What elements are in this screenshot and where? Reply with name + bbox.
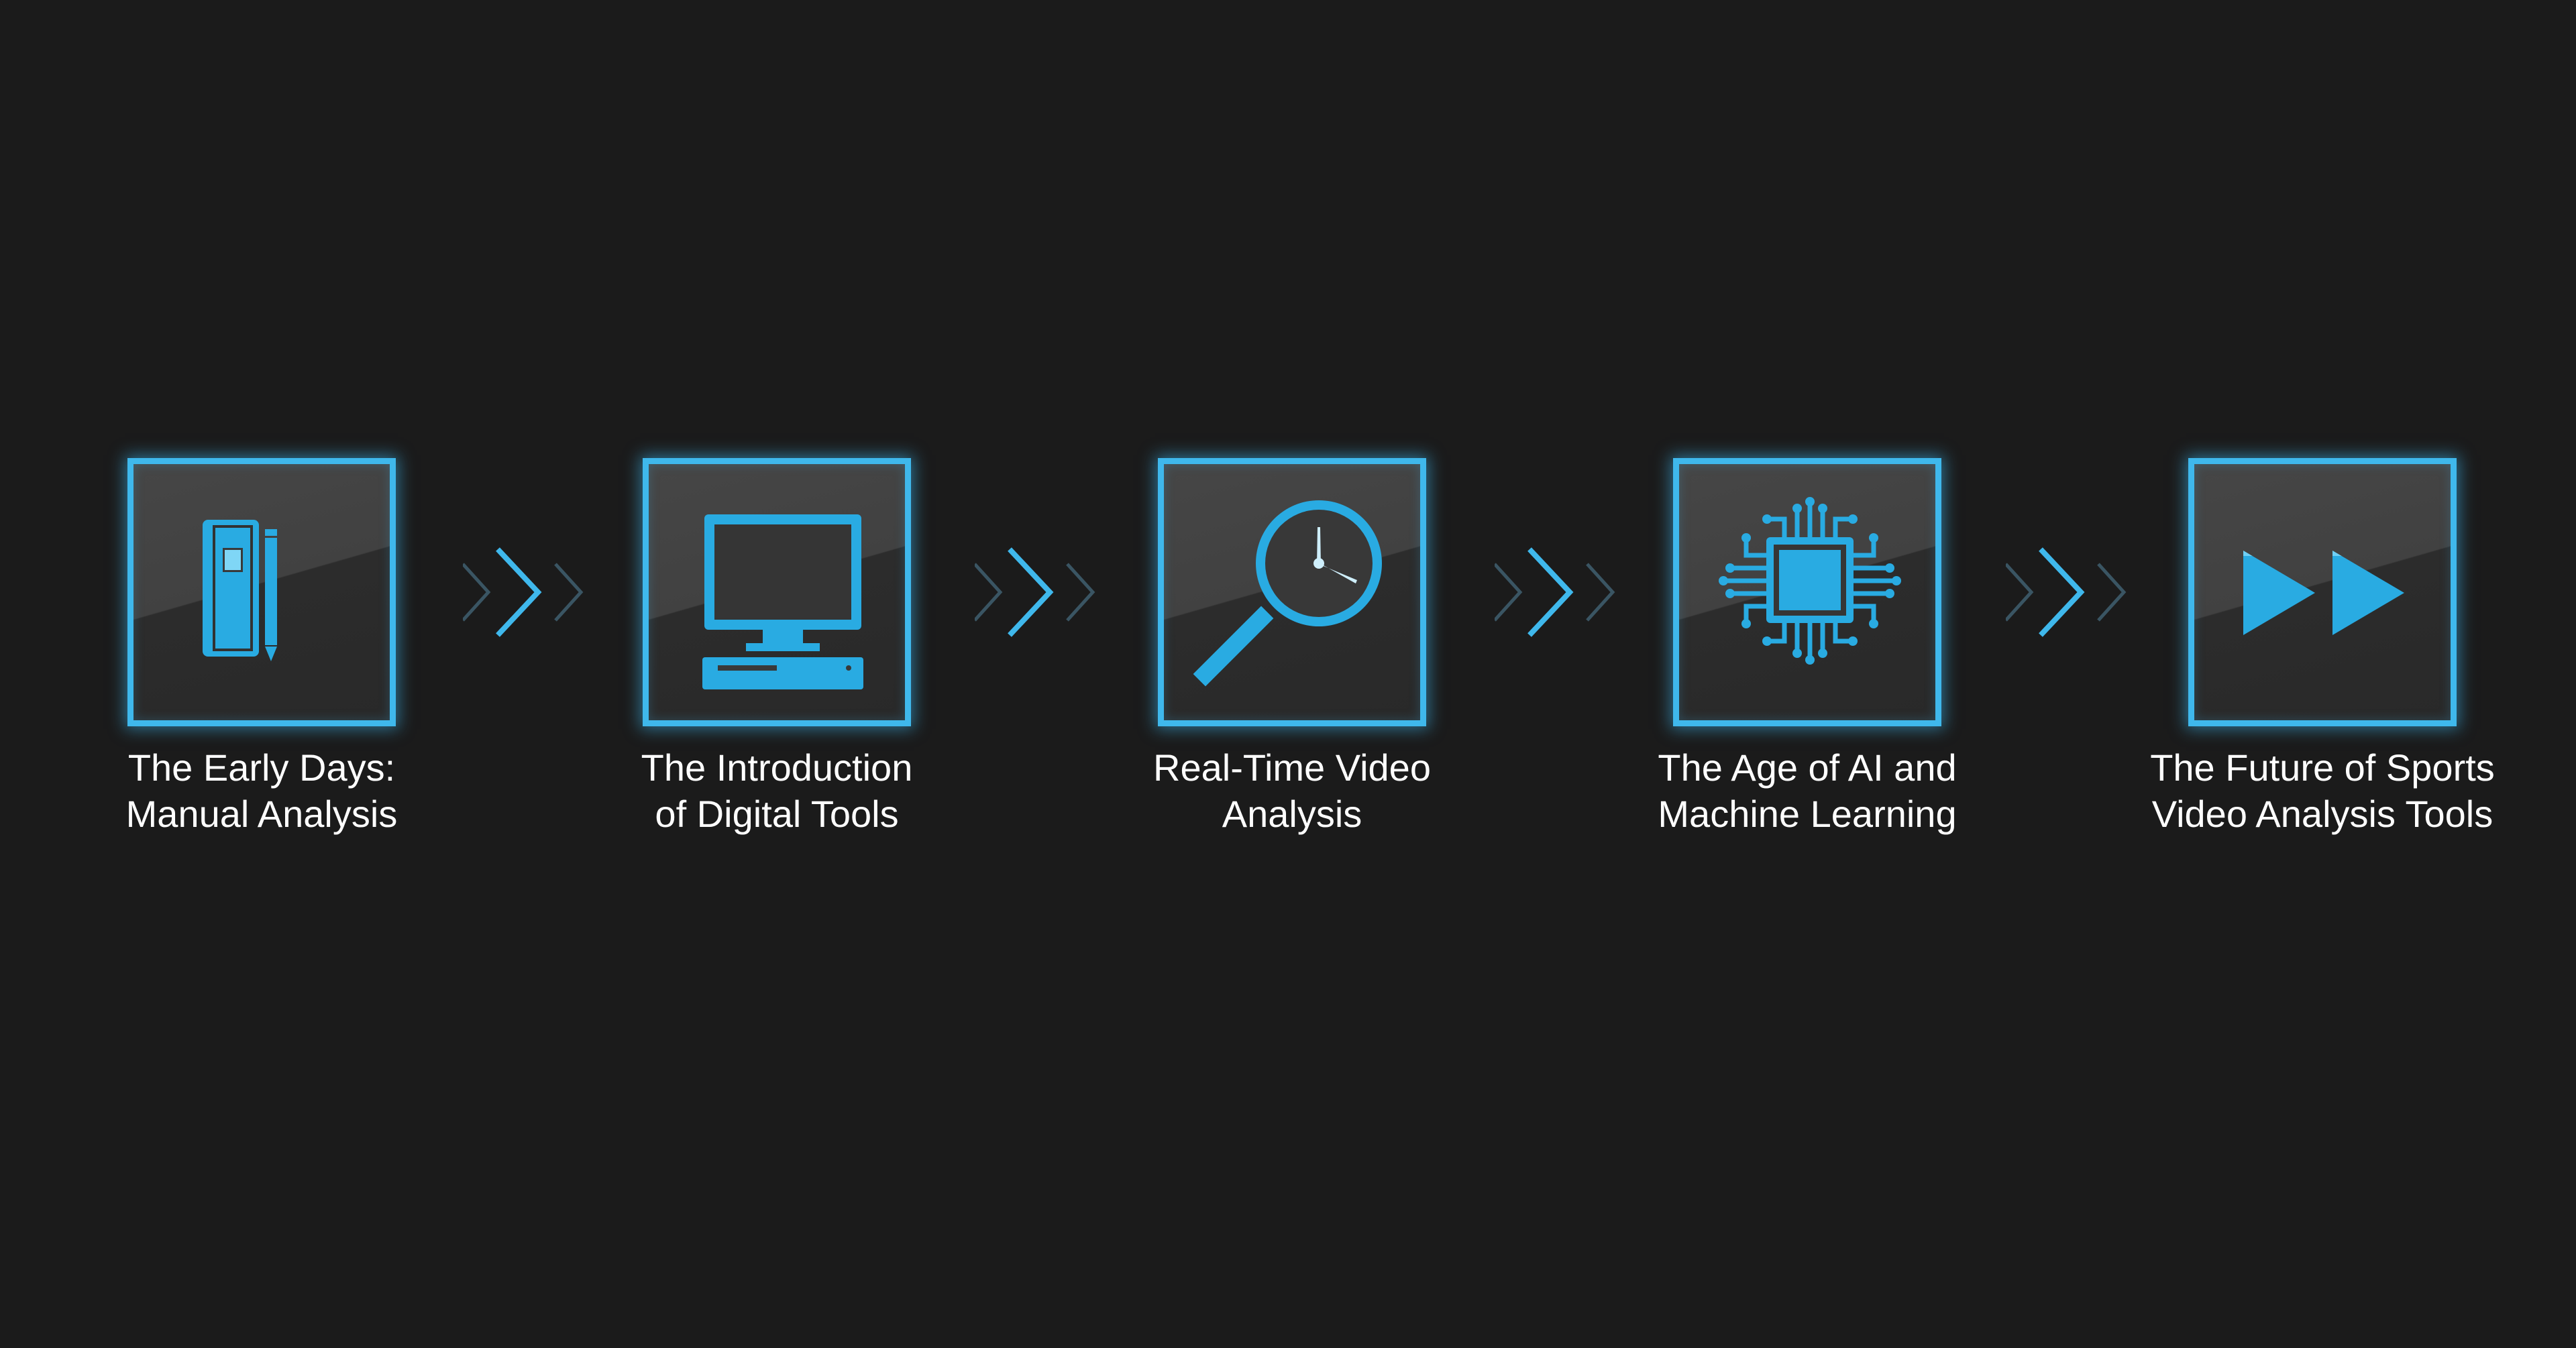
step-tile bbox=[1158, 458, 1426, 726]
step-tile bbox=[1673, 458, 1941, 726]
fast-forward-icon bbox=[2243, 551, 2404, 635]
step-caption-line: The Early Days: bbox=[127, 746, 396, 789]
step-caption: The Early Days: Manual Analysis bbox=[20, 744, 503, 837]
step-tile bbox=[127, 458, 396, 726]
step-caption-line: The Age of AI and bbox=[1658, 746, 1957, 789]
step-caption-line: Analysis bbox=[1222, 793, 1362, 835]
step-caption: The Introduction of Digital Tools bbox=[535, 744, 1018, 837]
triple-chevron-right-icon bbox=[1495, 547, 1615, 637]
step-tile bbox=[2188, 458, 2457, 726]
step-caption-line: Machine Learning bbox=[1658, 793, 1957, 835]
step-caption-line: Real-Time Video bbox=[1153, 746, 1431, 789]
ai-chip-icon bbox=[1719, 497, 1901, 665]
step-caption-line: The Introduction bbox=[641, 746, 913, 789]
step-tile bbox=[643, 458, 911, 726]
step-caption: Real-Time Video Analysis bbox=[1051, 744, 1534, 837]
notebook-pencil-icon bbox=[203, 520, 277, 661]
step-caption: The Future of Sports Video Analysis Tool… bbox=[2081, 744, 2564, 837]
computer-icon bbox=[702, 514, 863, 689]
triple-chevron-right-icon bbox=[463, 547, 584, 637]
step-caption-line: Video Analysis Tools bbox=[2151, 793, 2493, 835]
triple-chevron-right-icon bbox=[2006, 547, 2127, 637]
step-caption-line: of Digital Tools bbox=[655, 793, 899, 835]
step-caption: The Age of AI and Machine Learning bbox=[1566, 744, 2049, 837]
step-caption-line: Manual Analysis bbox=[125, 793, 398, 835]
magnifier-clock-icon bbox=[1193, 500, 1382, 687]
triple-chevron-right-icon bbox=[975, 547, 1095, 637]
step-caption-line: The Future of Sports bbox=[2150, 746, 2495, 789]
